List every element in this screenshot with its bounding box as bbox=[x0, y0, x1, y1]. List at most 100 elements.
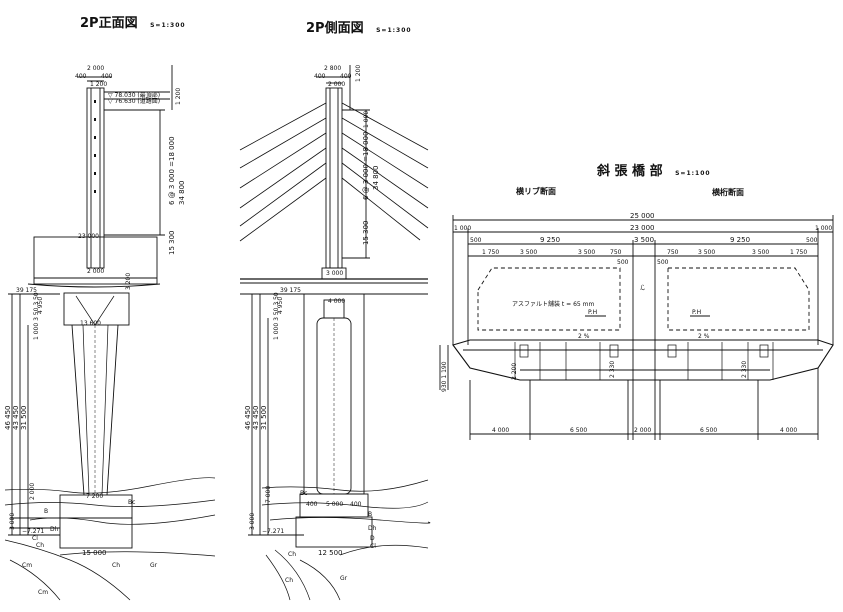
front-elev-top: ▽ 78.030 (最頂部) bbox=[108, 91, 160, 99]
front-upper-cable-dim: 6 @ 3 000 =18 000 bbox=[168, 136, 176, 205]
cross-section-drawing bbox=[439, 215, 834, 440]
front-lower-height: 15 300 bbox=[168, 231, 176, 256]
sec-s3: 3 500 bbox=[578, 249, 595, 256]
front-soil-ch2: Ch bbox=[112, 562, 120, 569]
cable-stayed-scale: S=1:100 bbox=[675, 170, 711, 177]
side-soil-ch2: Ch bbox=[285, 577, 293, 584]
front-soil-cm2: Cm bbox=[38, 589, 48, 596]
side-soil-gr: Gr bbox=[340, 575, 348, 582]
side-l3: 31 500 bbox=[260, 406, 268, 431]
front-elev-road: ▽ 76.630 (道路面) bbox=[108, 97, 160, 105]
sec-s2: 3 500 bbox=[520, 249, 537, 256]
side-l2: 43 450 bbox=[252, 406, 260, 431]
front-top-right-dim: 1 200 bbox=[175, 88, 182, 105]
side-elev-bottom: −7.271 bbox=[262, 528, 284, 535]
front-tower-shaft bbox=[86, 87, 105, 269]
side-top-width: 2 800 bbox=[324, 65, 341, 72]
side-upper-v0: 1 000 bbox=[363, 111, 370, 128]
sec-s5: 750 bbox=[667, 249, 679, 256]
front-top-mid: 1 200 bbox=[90, 81, 107, 88]
side-soil-bc: Bc bbox=[300, 490, 307, 497]
sec-centerline: ℒ bbox=[640, 284, 645, 292]
side-soil-b: B bbox=[368, 511, 372, 518]
sec-c500-left: 500 bbox=[617, 259, 629, 266]
sec-sub-right: 500 bbox=[806, 237, 818, 244]
front-foundation bbox=[59, 517, 133, 549]
sec-total-width: 25 000 bbox=[630, 212, 655, 220]
front-right-3200: 3 200 bbox=[125, 273, 132, 290]
front-top-width: 2 000 bbox=[87, 65, 104, 72]
sec-c500-right: 500 bbox=[657, 259, 669, 266]
rib-section-label: 横リブ断面 bbox=[516, 187, 556, 196]
sec-sub-left: 500 bbox=[470, 237, 482, 244]
sec-ph-left: P.H bbox=[588, 309, 597, 316]
side-view-drawing bbox=[239, 65, 431, 601]
front-elev-bottom: −7.271 bbox=[22, 528, 44, 535]
front-l3: 31 500 bbox=[20, 406, 28, 431]
side-l1: 46 450 bbox=[244, 406, 252, 431]
front-width-23000: 23 000 bbox=[78, 233, 99, 240]
front-soil-dh: Dh bbox=[50, 526, 59, 533]
sec-s6: 3 500 bbox=[698, 249, 715, 256]
front-dimension-labels: 2 000 400 400 1 200 1 200 ▽ 78.030 (最頂部)… bbox=[4, 65, 186, 596]
front-crossbeam bbox=[63, 292, 130, 326]
sec-bottom-1: 4 000 bbox=[492, 427, 509, 434]
side-bottom-width: 3 000 bbox=[326, 270, 343, 277]
side-soil-dh: Dh bbox=[368, 525, 377, 532]
sec-deck-width: 23 000 bbox=[630, 224, 655, 232]
sec-s4: 750 bbox=[610, 249, 622, 256]
side-b-7000: 7 000 bbox=[265, 486, 272, 503]
front-d3: 1 000 3 50 3 50 bbox=[33, 292, 40, 340]
front-foundation-width: 15 000 bbox=[82, 549, 107, 557]
front-soil-ch: Ch bbox=[36, 542, 44, 549]
front-l2: 43 450 bbox=[12, 406, 20, 431]
front-d1: 39 175 bbox=[16, 287, 37, 294]
side-view-title-text: 2P側面図 bbox=[306, 21, 364, 36]
side-top-mid: 2 000 bbox=[328, 81, 345, 88]
side-d2: 4 950 bbox=[277, 297, 284, 314]
sec-web-2: 2 330 bbox=[609, 361, 616, 378]
side-lower-height: 15 300 bbox=[362, 221, 370, 246]
sec-asphalt-note: アスファルト舗装 t = 65 mm bbox=[512, 300, 594, 308]
front-soil-gr: Gr bbox=[150, 562, 158, 569]
girder-section-label: 横桁断面 bbox=[712, 188, 744, 197]
front-soil-cm: Cm bbox=[22, 562, 32, 569]
front-view-drawing bbox=[4, 65, 216, 601]
sec-s1: 1 750 bbox=[482, 249, 499, 256]
side-top-right-dim: 1 200 bbox=[355, 65, 362, 82]
cable-stayed-title: 斜 張 橋 部 S=1:100 bbox=[597, 160, 711, 179]
sec-web-3: 2 330 bbox=[741, 361, 748, 378]
sec-edge-left: 1 000 bbox=[454, 225, 471, 232]
sec-slope-left: 2 % bbox=[578, 333, 590, 340]
side-upper-height: 34 800 bbox=[372, 166, 380, 191]
side-stay-cables bbox=[239, 102, 429, 242]
side-top-left: 400 bbox=[314, 73, 326, 80]
side-dimension-labels: 2 800 400 400 2 000 1 200 1 000 6 @ 3 00… bbox=[244, 65, 380, 584]
side-soil-cl: Cl bbox=[370, 543, 376, 550]
front-top-left: 400 bbox=[75, 73, 87, 80]
front-d2: 4 950 bbox=[37, 297, 44, 314]
sec-ph-right: P.H bbox=[692, 309, 701, 316]
front-b-3000: 3 000 bbox=[9, 513, 16, 530]
sec-bottom-3: 2 000 bbox=[634, 427, 651, 434]
front-view-title-text: 2P正面図 bbox=[80, 16, 138, 31]
front-deck-outline bbox=[33, 236, 158, 285]
front-soil-b: B bbox=[44, 508, 48, 515]
front-b-2000: 2 000 bbox=[29, 483, 36, 500]
side-foundation bbox=[295, 516, 373, 548]
side-column-width: 4 000 bbox=[328, 298, 345, 305]
side-fw-right: 400 bbox=[350, 501, 362, 508]
side-fw-mid: 5 000 bbox=[326, 501, 343, 508]
side-upper-cable-dim: 6 @ 3 000 =18 000 bbox=[362, 131, 370, 200]
front-top-right: 400 bbox=[101, 73, 113, 80]
front-view-title: 2P正面図 S=1:300 bbox=[80, 12, 186, 31]
side-view-title: 2P側面図 S=1:300 bbox=[306, 17, 412, 36]
sec-heights: 930 1 190 bbox=[441, 361, 448, 392]
side-foundation-width: 12 500 bbox=[318, 549, 343, 557]
sec-s7: 3 500 bbox=[752, 249, 769, 256]
front-beam-width: 13 600 bbox=[80, 320, 101, 327]
left-roadway-outline bbox=[477, 267, 621, 331]
front-b-7200: 7 200 bbox=[86, 493, 103, 500]
side-view-scale: S=1:300 bbox=[376, 27, 412, 34]
